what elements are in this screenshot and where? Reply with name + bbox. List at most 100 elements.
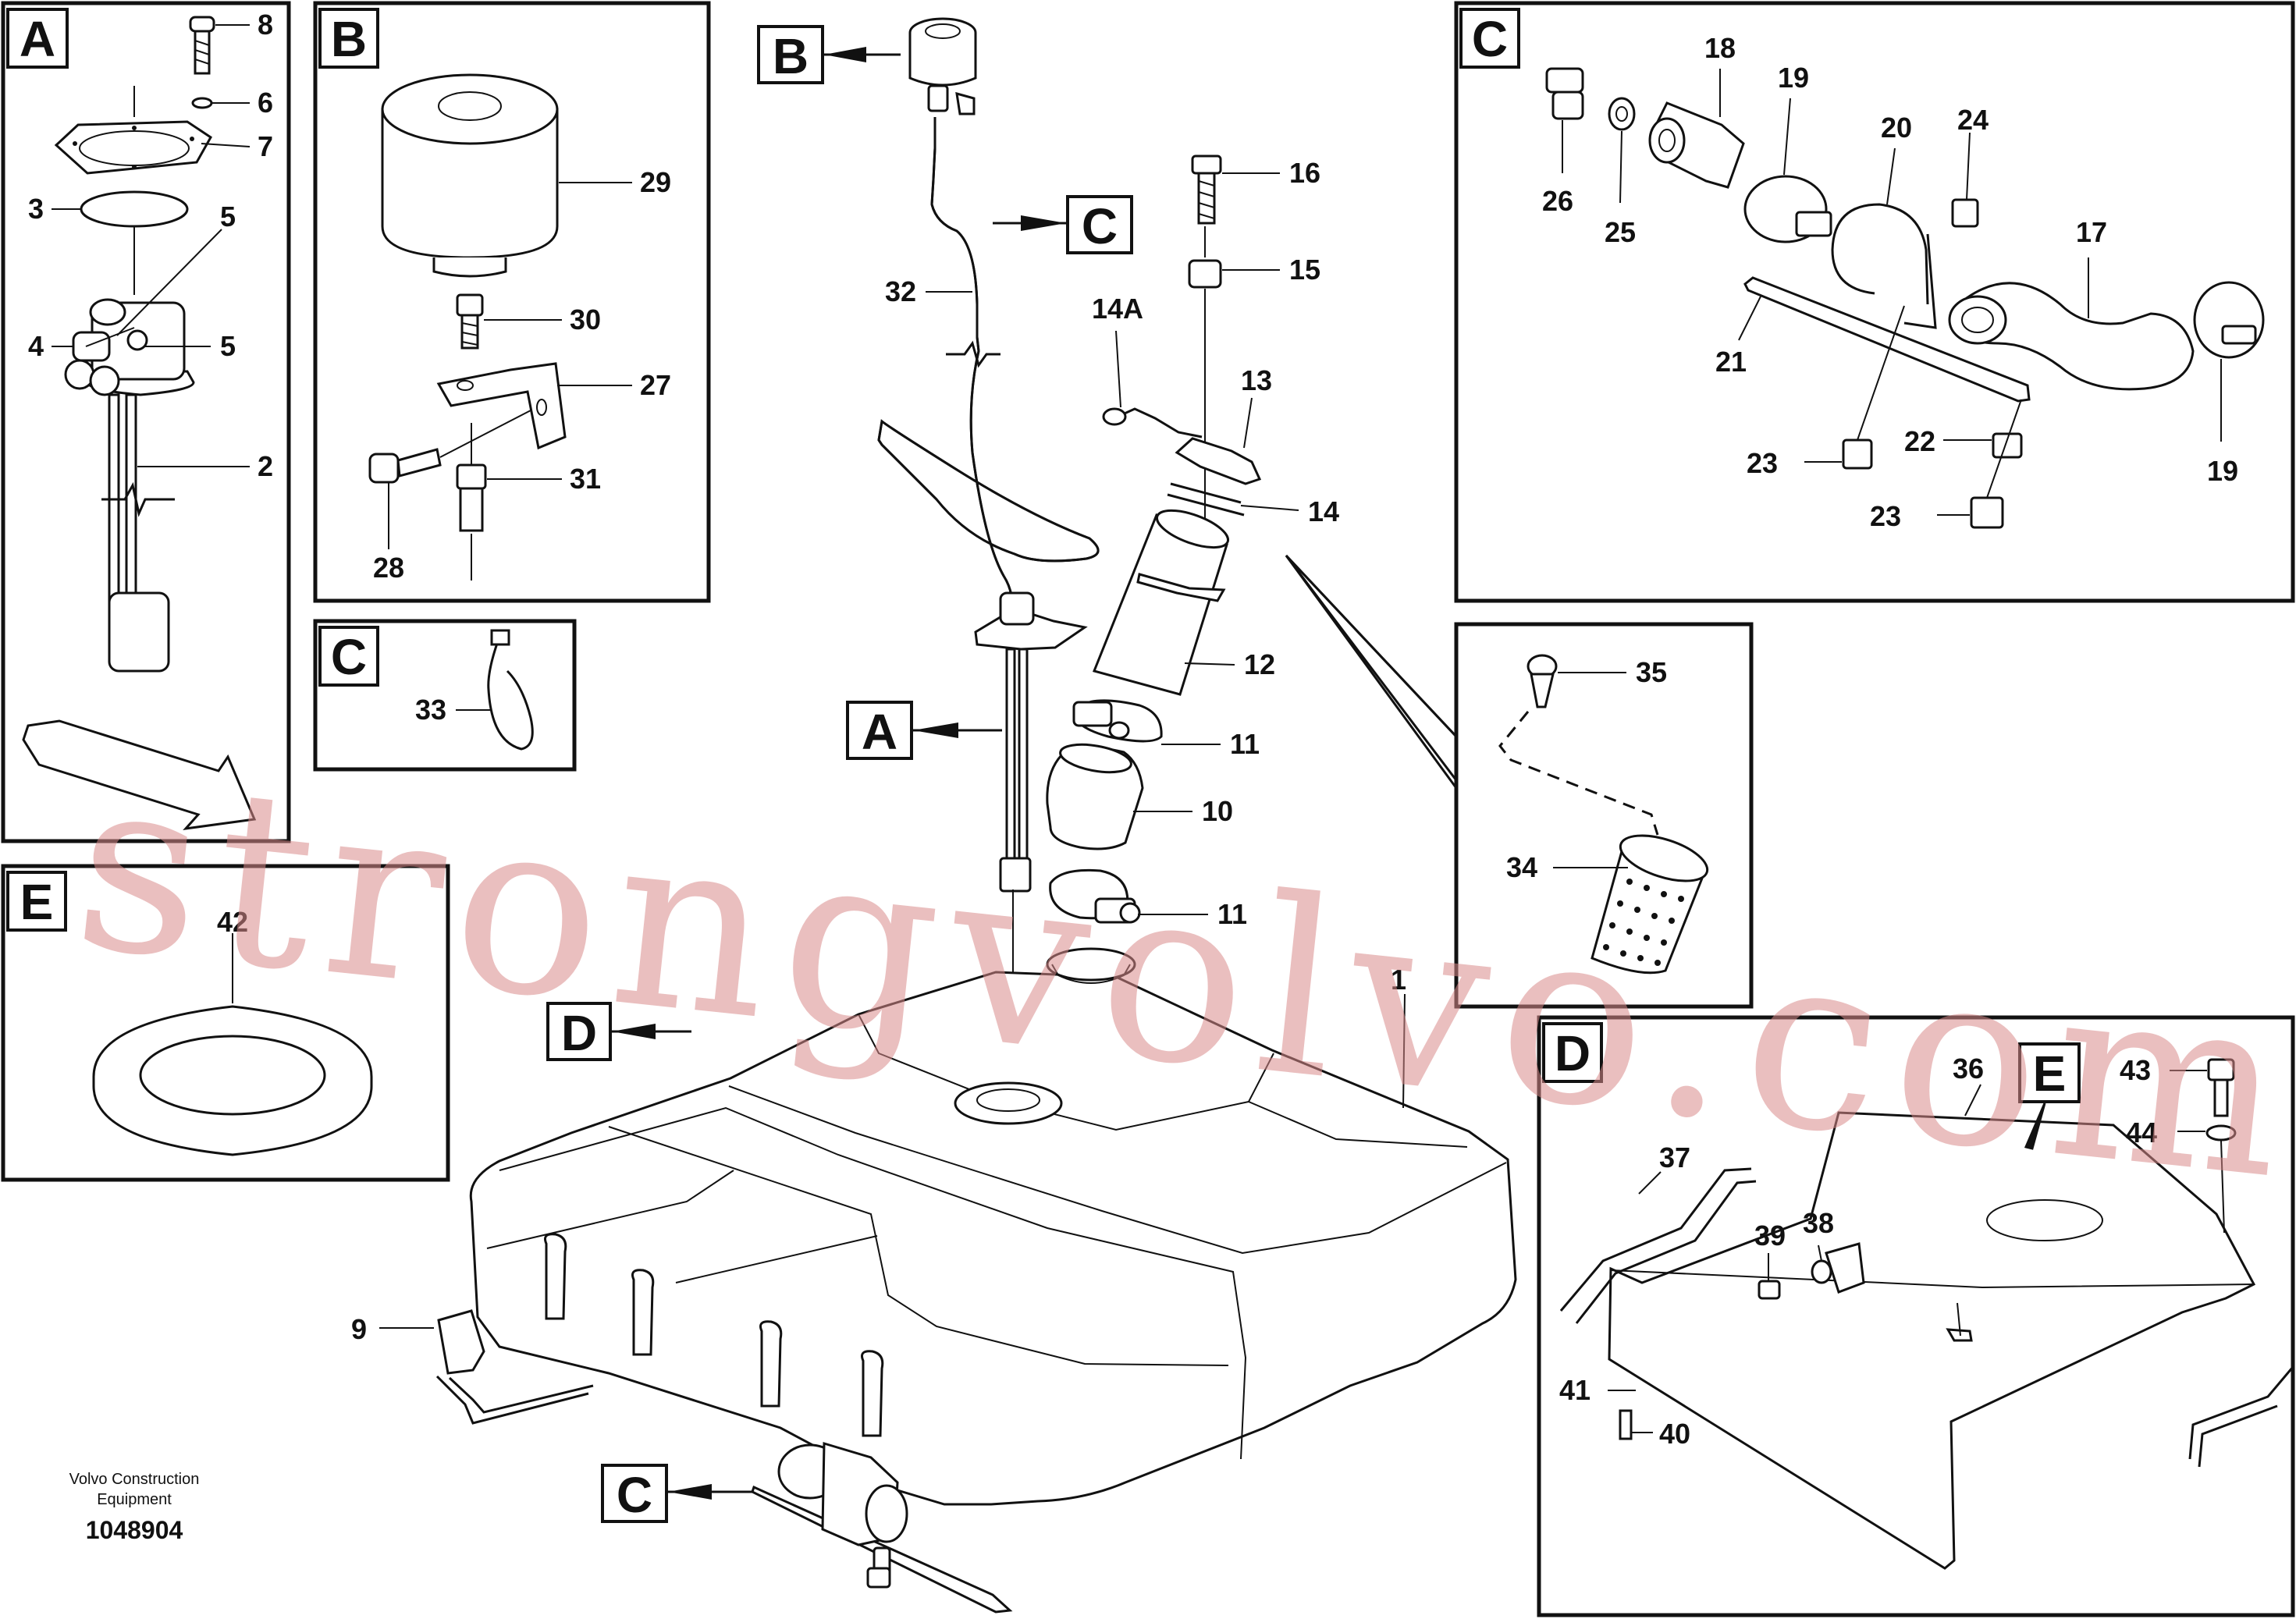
- footer-company-line1: Volvo Construction: [69, 1471, 200, 1488]
- callout-9: 9: [351, 1313, 367, 1345]
- callout-16: 16: [1289, 157, 1320, 189]
- main-b-label: B: [773, 28, 809, 84]
- panel-d-label-box: [1542, 1022, 1603, 1083]
- bracket-27-shape: [436, 362, 567, 450]
- nut-24-shape: [1951, 198, 1979, 228]
- strap-14a-shape: [1117, 407, 1203, 438]
- callout-43: 43: [2120, 1054, 2151, 1086]
- callout-35: 35: [1636, 656, 1667, 688]
- callout-19b: 19: [2207, 455, 2238, 487]
- plate-21-shape: [1743, 276, 2031, 403]
- callout-3: 3: [28, 193, 44, 225]
- footer-company-line2: Equipment: [97, 1491, 172, 1508]
- callout-26: 26: [1542, 185, 1573, 217]
- panel-c: C 26 25 18 19 20: [1454, 1, 2295, 603]
- panel-b-label: B: [331, 11, 367, 67]
- panel-a: A 8 6 7 3: [1, 1, 291, 843]
- hose-clamp-11-lower-shape: [1049, 868, 1141, 924]
- main-c-top-label-box: [1066, 195, 1133, 254]
- main-c-top-label: C: [1082, 198, 1118, 254]
- detail-pointer: [1285, 554, 1458, 789]
- panel-d-e-label-box: [2018, 1042, 2081, 1103]
- main-sender-unit-shape: [974, 591, 1088, 893]
- callout-17: 17: [2076, 216, 2107, 248]
- panel-d: D 36 37 E 43 44 3: [1537, 1015, 2295, 1617]
- main-d-label-box: [546, 1002, 612, 1061]
- callout-8: 8: [258, 9, 273, 41]
- strainer-34-shape: [1590, 834, 1709, 975]
- washer-38-shape: [1811, 1259, 1832, 1284]
- strainer-chain-shape: [1498, 711, 1659, 836]
- panel-c-label-box: [1459, 8, 1520, 69]
- adapter-18-shape: [1648, 101, 1745, 189]
- main-d-label: D: [561, 1005, 597, 1061]
- callout-20: 20: [1881, 112, 1912, 144]
- bolt-23-lower-shape: [1970, 496, 2004, 529]
- clamp-20-shape: [1831, 203, 1937, 329]
- panel-b-frame: [313, 1, 711, 603]
- callout-14: 14: [1308, 495, 1339, 527]
- callout-40: 40: [1659, 1418, 1690, 1450]
- washer-44-shape: [2205, 1124, 2237, 1141]
- callout-4: 4: [28, 330, 44, 362]
- panel-d-e-label: E: [2033, 1046, 2067, 1102]
- callout-41: 41: [1559, 1374, 1590, 1406]
- panel-d-label: D: [1555, 1025, 1590, 1081]
- seal-14-shape: [1167, 482, 1245, 517]
- panel-e-label: E: [20, 874, 54, 930]
- bolt-43-shape: [2207, 1058, 2235, 1117]
- callout-28: 28: [373, 552, 404, 584]
- bolt-28-shape: [368, 410, 531, 484]
- panel-d-frame: [1537, 1015, 2295, 1617]
- callout-11a: 11: [1230, 728, 1260, 760]
- strap-bracket-9-shape: [435, 1309, 594, 1425]
- fuel-tank-1-shape: [469, 947, 1517, 1506]
- hose-clamp-19-right-shape: [2193, 281, 2265, 359]
- washer-22-shape: [1992, 432, 2023, 459]
- spacer-15-shape: [1188, 259, 1222, 289]
- panel-e-label-box: [6, 871, 67, 932]
- callout-25: 25: [1605, 216, 1636, 248]
- install-direction-arrow: [22, 719, 257, 831]
- callout-6: 6: [258, 87, 273, 119]
- callout-15: 15: [1289, 254, 1320, 286]
- callout-23a: 23: [1747, 447, 1778, 479]
- footer-drawing-number: 1048904: [86, 1516, 183, 1544]
- panel-b: B 29 30 27 28: [313, 1, 711, 603]
- panel-a-frame: [1, 1, 291, 843]
- panel-e: E 42: [1, 864, 450, 1182]
- hose-clamp-11-upper-shape: [1072, 699, 1163, 743]
- callout-33: 33: [415, 694, 446, 726]
- callout-14A: 14A: [1092, 293, 1143, 325]
- panel-e-frame: [1, 864, 450, 1182]
- callout-34: 34: [1506, 851, 1537, 883]
- callout-39: 39: [1754, 1220, 1786, 1252]
- callout-31: 31: [570, 463, 601, 495]
- callout-37: 37: [1659, 1141, 1690, 1173]
- panel-c-small-frame: [313, 619, 577, 772]
- panel-b-label-box: [318, 8, 379, 69]
- main-a-label: A: [862, 704, 897, 760]
- hose-clamp-19-top-shape: [1743, 175, 1832, 243]
- bolt-23-upper-shape: [1842, 438, 1873, 470]
- bolt-8-shape: [189, 16, 215, 75]
- hose-32-shape: [930, 117, 1014, 614]
- gasket-7-shape: [54, 120, 212, 175]
- main-a-label-box: [846, 701, 913, 760]
- panel-a-label-box: [6, 8, 69, 69]
- cable-tie-33-shape: [487, 629, 534, 751]
- callout-5b: 5: [220, 330, 236, 362]
- breather-cap-shape: [908, 17, 977, 115]
- seal-strip-37-shape: [1559, 1167, 1757, 1324]
- callout-12: 12: [1244, 648, 1275, 680]
- callout-10: 10: [1202, 795, 1233, 827]
- callout-32: 32: [885, 275, 916, 307]
- callout-5a: 5: [220, 201, 236, 233]
- bolt-16-shape: [1191, 154, 1222, 225]
- callout-11b: 11: [1217, 898, 1247, 930]
- main-assembly: B 32 C A: [351, 17, 1517, 1614]
- panel-strainer: 35 34: [1285, 554, 1754, 1009]
- callout-27: 27: [640, 369, 671, 401]
- callout-29: 29: [640, 166, 671, 198]
- callout-24: 24: [1957, 104, 1989, 136]
